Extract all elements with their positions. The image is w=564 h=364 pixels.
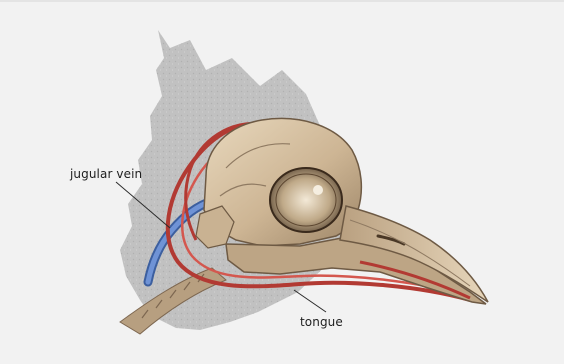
eye-orbit	[270, 168, 342, 232]
orbit-highlight	[313, 185, 323, 195]
jugular-vein-label: jugular vein	[70, 167, 142, 181]
tongue-label: tongue	[300, 315, 343, 329]
top-rule	[0, 0, 564, 2]
